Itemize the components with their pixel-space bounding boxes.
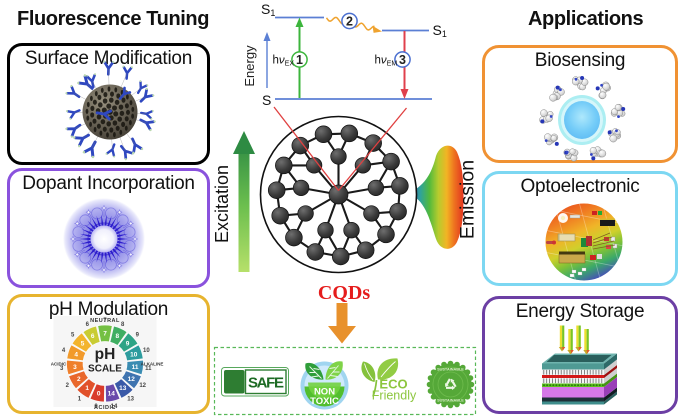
svg-text:Excitation: Excitation [212, 165, 232, 243]
svg-text:2: 2 [346, 15, 353, 29]
svg-text:Energy: Energy [242, 45, 257, 87]
svg-text:S: S [262, 92, 271, 108]
svg-text:1: 1 [85, 385, 89, 392]
svg-text:1: 1 [78, 397, 82, 403]
svg-text:3: 3 [73, 364, 77, 371]
svg-text:14: 14 [111, 404, 118, 410]
svg-text:7: 7 [103, 330, 107, 337]
svg-text:1: 1 [296, 53, 303, 67]
svg-text:9: 9 [126, 341, 130, 348]
svg-text:TOXIC: TOXIC [310, 396, 339, 407]
svg-text:Friendly: Friendly [372, 389, 417, 403]
svg-text:11: 11 [145, 366, 152, 372]
svg-text:4: 4 [62, 348, 66, 354]
svg-text:6: 6 [91, 333, 95, 340]
svg-text:5: 5 [81, 341, 85, 348]
svg-text:2: 2 [66, 383, 70, 389]
svg-text:Emission: Emission [457, 160, 479, 239]
svg-text:NON: NON [314, 387, 335, 398]
svg-text:10: 10 [130, 351, 138, 358]
svg-text:13: 13 [127, 397, 134, 403]
svg-text:SAFE: SAFE [248, 375, 284, 392]
svg-text:ACIDIC: ACIDIC [51, 362, 67, 367]
svg-text:3: 3 [60, 366, 64, 372]
svg-text:6: 6 [86, 322, 90, 328]
svg-text:13: 13 [119, 385, 127, 392]
svg-text:S1: S1 [261, 1, 275, 18]
svg-text:5: 5 [71, 332, 75, 338]
svg-text:NEUTRAL: NEUTRAL [90, 318, 120, 324]
svg-text:pH: pH [95, 346, 116, 363]
svg-text:ALKALINE: ALKALINE [141, 362, 164, 367]
svg-text:ECO: ECO [379, 377, 407, 392]
svg-text:ACIDIC: ACIDIC [94, 405, 116, 411]
svg-text:S1: S1 [433, 22, 447, 39]
svg-text:4: 4 [74, 351, 78, 358]
svg-text:hνEM: hνEM [375, 55, 398, 68]
svg-text:3: 3 [399, 53, 406, 67]
svg-text:2: 2 [77, 376, 81, 383]
svg-text:SUSTAINABLE: SUSTAINABLE [437, 399, 464, 403]
svg-text:hνEX: hνEX [273, 55, 295, 68]
svg-text:CQDs: CQDs [318, 282, 370, 304]
svg-text:SCALE: SCALE [88, 364, 122, 375]
svg-text:8: 8 [115, 333, 119, 340]
svg-text:7: 7 [103, 318, 107, 324]
svg-text:11: 11 [132, 364, 139, 371]
svg-text:0: 0 [97, 390, 101, 397]
svg-text:8: 8 [121, 322, 125, 328]
svg-text:12: 12 [139, 383, 146, 389]
svg-text:SUSTAINABLE: SUSTAINABLE [437, 368, 464, 372]
svg-text:14: 14 [108, 390, 116, 397]
svg-text:9: 9 [136, 332, 140, 338]
svg-text:12: 12 [128, 376, 136, 383]
svg-text:10: 10 [143, 348, 150, 354]
svg-text:0: 0 [94, 404, 98, 410]
